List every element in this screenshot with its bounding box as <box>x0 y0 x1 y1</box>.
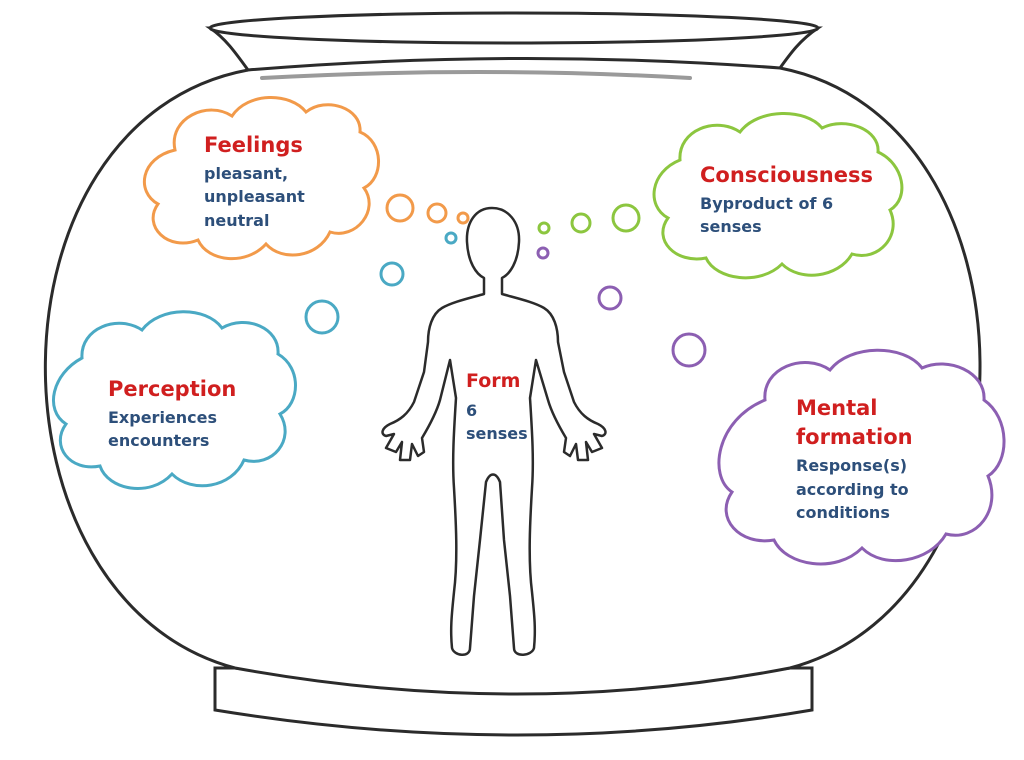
feelings-line-3: neutral <box>204 210 270 230</box>
consciousness-line-2: senses <box>700 217 762 237</box>
feelings-label: Feelings pleasant, unpleasant neutral <box>204 133 305 232</box>
cloud-mental-formation <box>717 348 1006 566</box>
form-title: Form <box>466 370 521 392</box>
mental-formation-title-2: formation <box>796 425 913 450</box>
perception-line-2: encounters <box>108 431 210 451</box>
form-line-2: senses <box>466 423 528 443</box>
bowl-rim <box>205 11 823 72</box>
mental-formation-line-1: Response(s) <box>796 456 908 476</box>
thought-bubbles-mental <box>536 246 707 368</box>
mental-formation-line-2: according to <box>796 479 909 499</box>
consciousness-line-1: Byproduct of 6 <box>700 194 834 214</box>
thought-bubbles-consciousness <box>537 203 641 235</box>
perception-title: Perception <box>108 377 237 401</box>
form-line-1: 6 <box>466 400 478 420</box>
thought-bubbles-feelings <box>385 193 470 225</box>
perception-line-1: Experiences <box>108 408 218 428</box>
human-figure-outline <box>381 206 607 656</box>
form-label: Form 6 senses <box>466 370 528 445</box>
thought-bubbles-perception <box>304 231 458 335</box>
consciousness-title: Consciousness <box>700 163 874 187</box>
feelings-title: Feelings <box>204 133 303 157</box>
mental-formation-title-1: Mental <box>796 396 878 420</box>
feelings-line-2: unpleasant <box>204 187 305 207</box>
consciousness-label: Consciousness Byproduct of 6 senses <box>700 163 873 239</box>
cloud-perception <box>51 310 297 490</box>
cloud-feelings <box>142 96 380 260</box>
mental-formation-label: Mental formation Response(s) according t… <box>796 396 913 524</box>
mental-formation-line-3: conditions <box>796 502 890 522</box>
cloud-consciousness <box>652 112 904 280</box>
bowl-highlight <box>260 70 692 80</box>
feelings-line-1: pleasant, <box>204 164 289 184</box>
perception-label: Perception Experiences encounters <box>108 377 236 453</box>
